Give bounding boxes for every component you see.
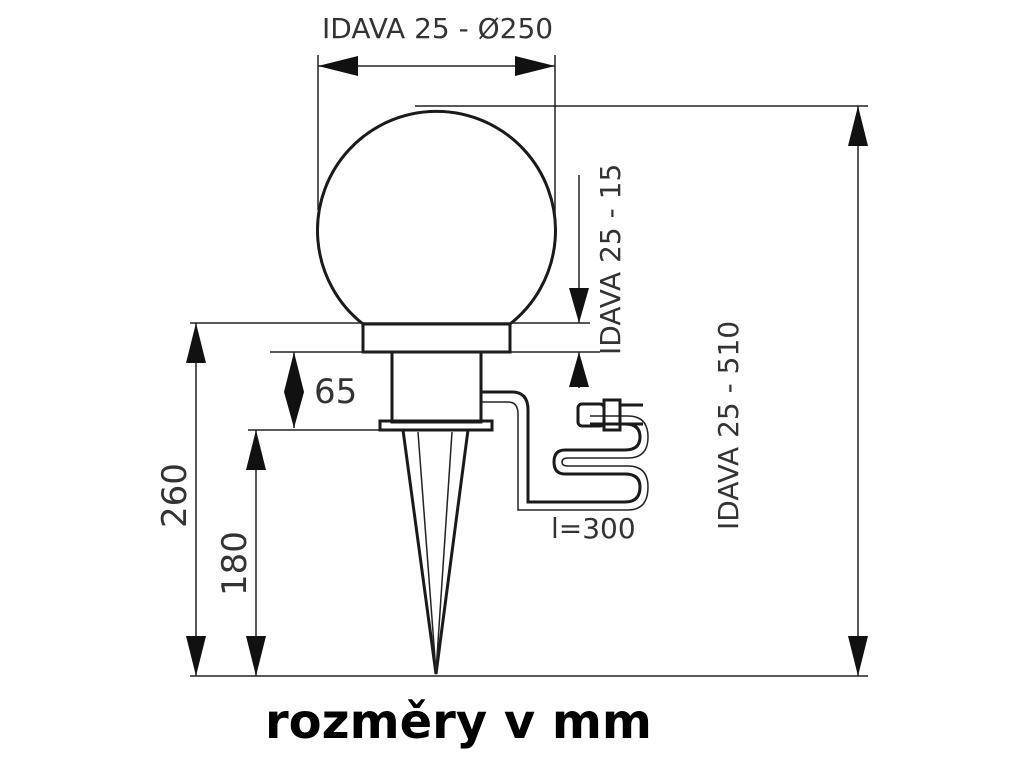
dim-total-height: IDAVA 25 - 510 [712, 106, 868, 676]
plug [576, 398, 643, 432]
post [390, 350, 483, 424]
dim-180: 180 [215, 430, 266, 676]
dim-top-width: IDAVA 25 - Ø250 [318, 12, 555, 76]
spike-inner-line [417, 431, 453, 673]
dim-65-label: 65 [314, 372, 357, 412]
flange-plate [378, 419, 494, 432]
units-caption: rozměry v mm [265, 694, 652, 750]
dim-total-height-label: IDAVA 25 - 510 [712, 321, 745, 530]
power-cable [481, 390, 642, 504]
power-cable-inner [481, 401, 649, 511]
collar-ring [361, 322, 512, 354]
dim-180-label: 180 [215, 531, 255, 596]
dim-globe-collar-label: IDAVA 25 - 15 [594, 164, 627, 355]
dim-globe-collar: IDAVA 25 - 15 [569, 164, 627, 388]
dim-260-label: 260 [155, 463, 195, 528]
cable-length-label: l=300 [551, 512, 636, 545]
dim-top-width-label: IDAVA 25 - Ø250 [322, 12, 553, 45]
ground-spike [401, 429, 470, 675]
extension-lines [190, 55, 868, 677]
dim-260: 260 [155, 323, 206, 676]
plug-head [602, 398, 622, 432]
globe [316, 109, 557, 326]
dim-65: 65 [284, 352, 357, 428]
